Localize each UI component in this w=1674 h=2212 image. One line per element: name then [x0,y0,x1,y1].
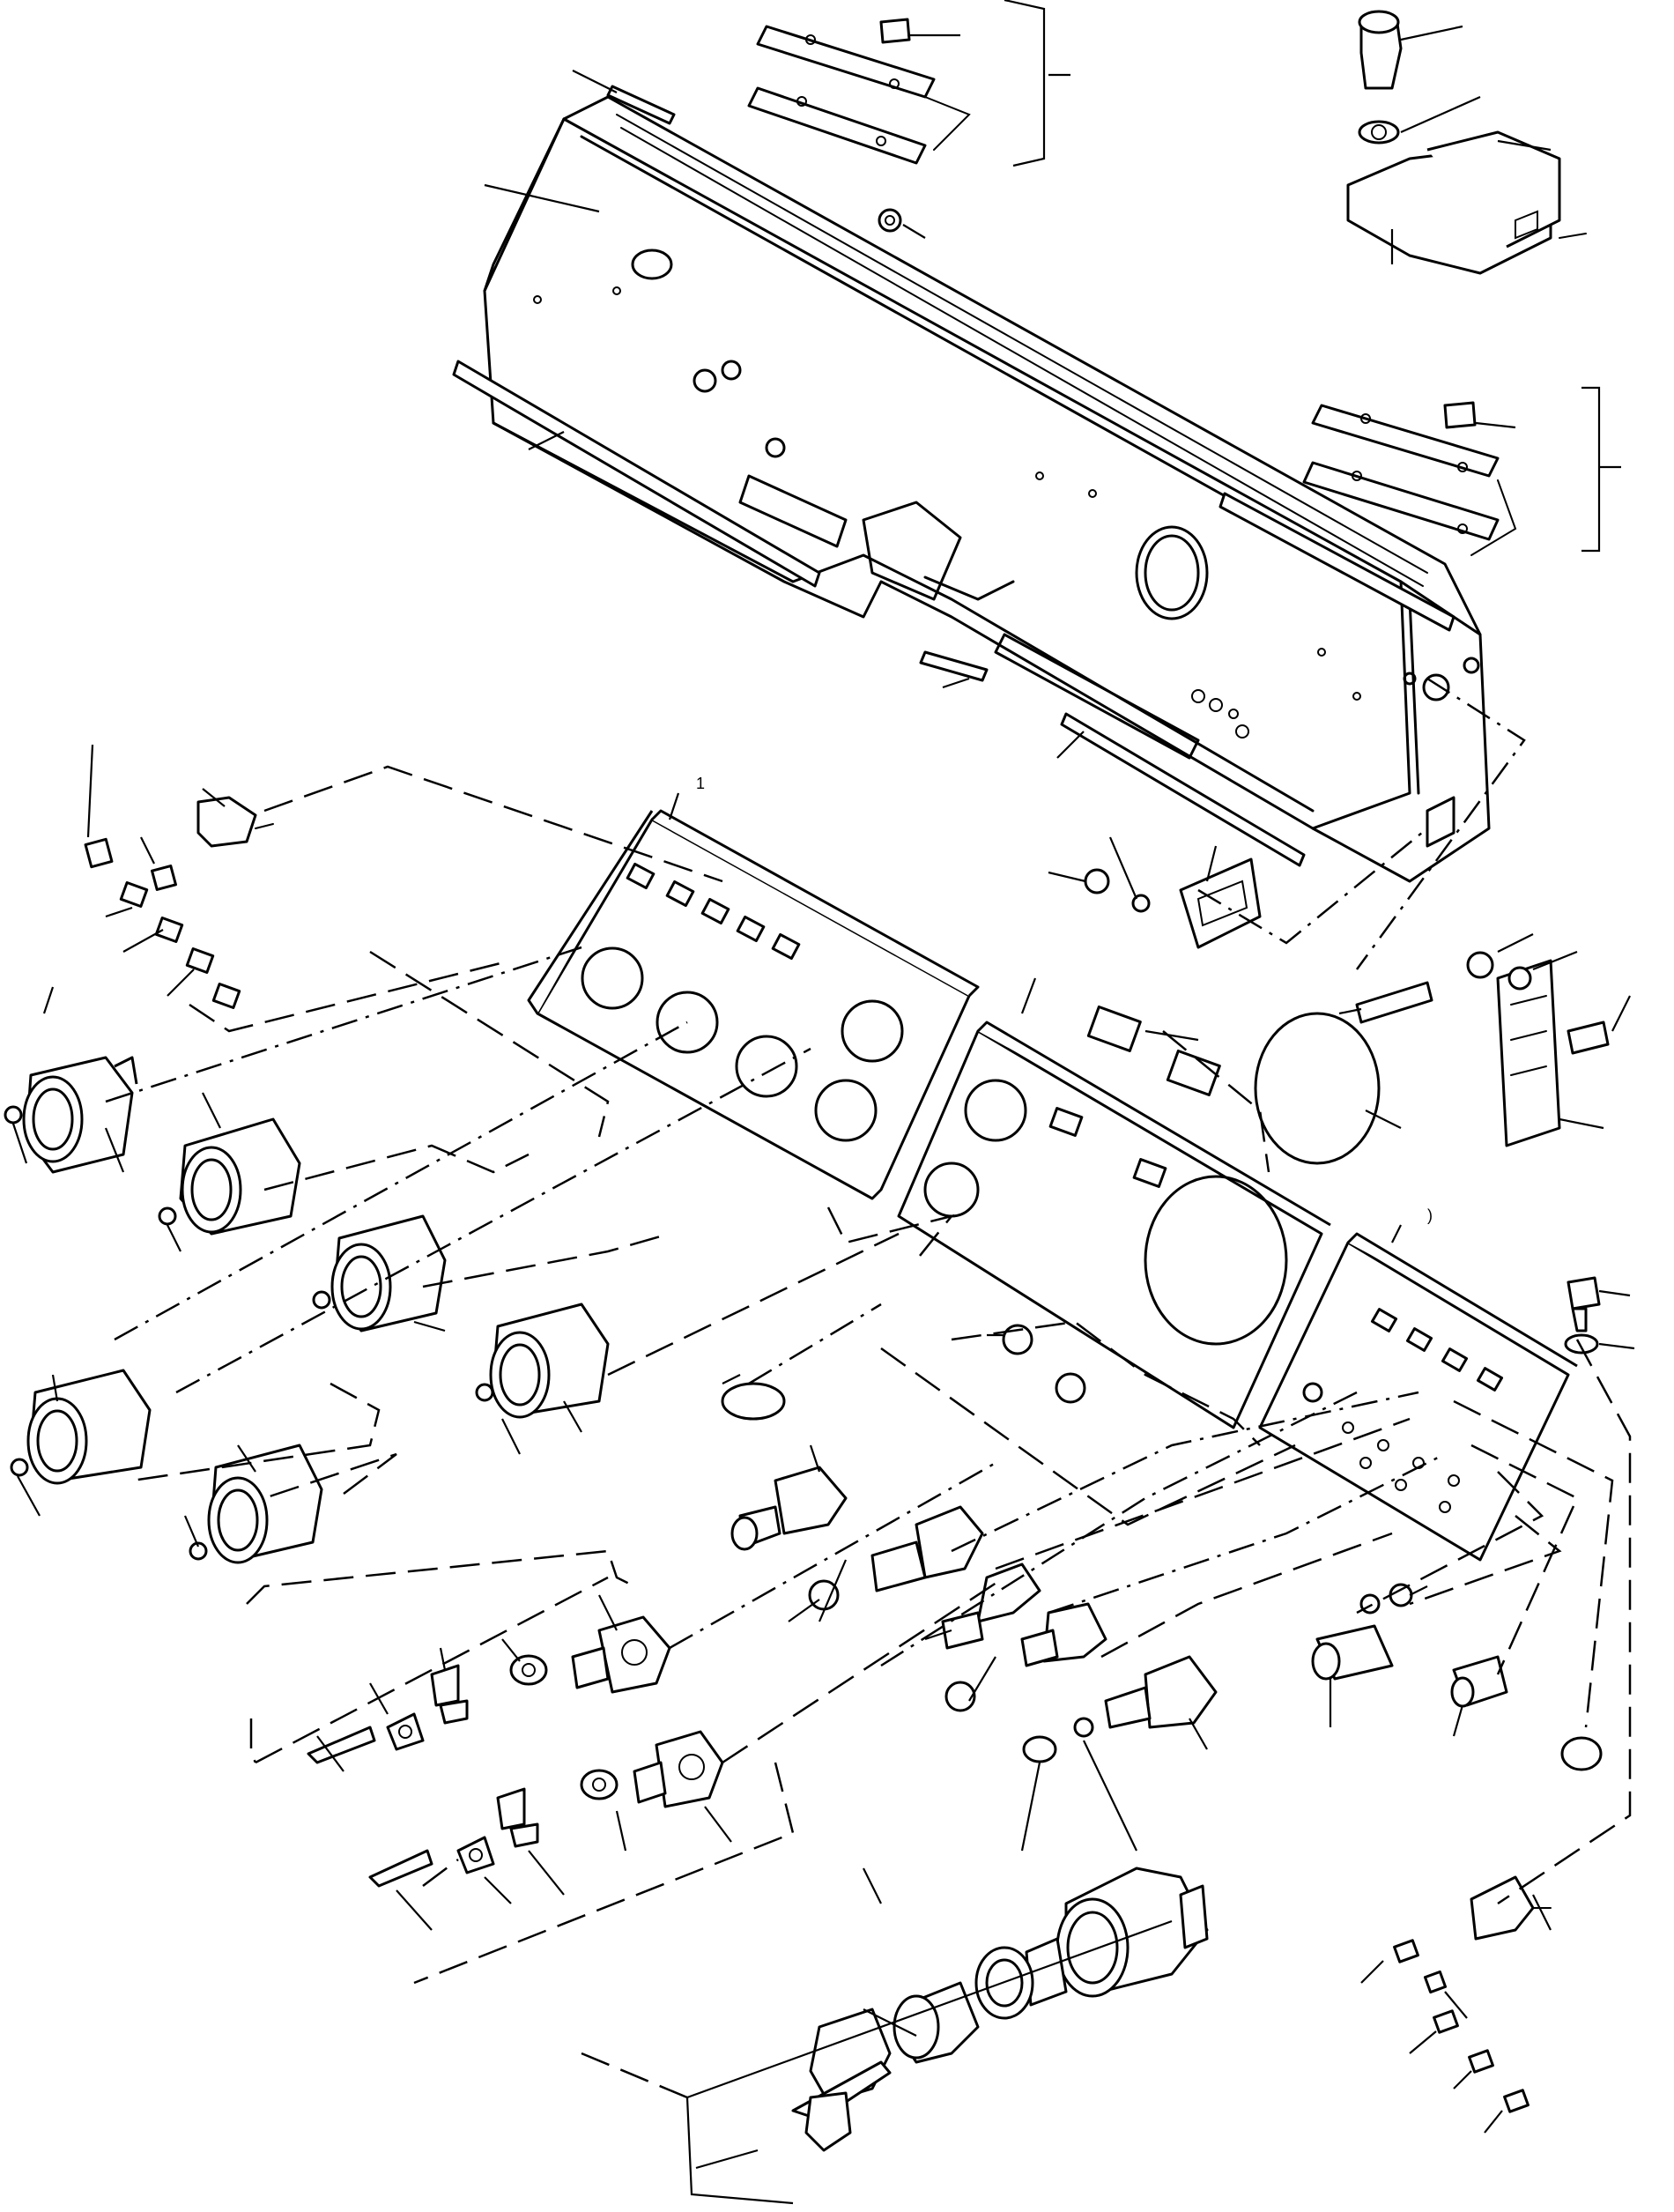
gauge-panel-left: 1 [527,775,980,1200]
trim-strip-left [452,360,821,588]
trim-strip-top [572,70,676,125]
mounting-plate-set-right [1302,386,1621,556]
label-1: 1 [696,775,705,792]
trim-strip-right [1056,492,1455,867]
rotary-switch-lower [368,1730,732,1931]
toggle-switches [721,1324,1218,1852]
relay-assembly [1346,10,1587,275]
ignition-switch [685,1867,1209,2205]
assembly-lines [105,677,1632,2099]
left-small-parts [4,744,494,1561]
rubber-grommet [919,650,989,689]
lens-ring [1254,1012,1402,1165]
switch-panel-right: ) [1258,1206,1578,1562]
connector-plug [1048,836,1262,949]
gauge-panel-center [897,977,1331,1429]
gauge-2 [179,1092,301,1236]
gauge-3 [330,1214,447,1332]
housing-nuts [484,183,926,458]
right-small-parts [1311,1583,1603,2134]
gauge-6 [207,1444,323,1564]
gauge-5 [26,1369,152,1485]
gauge-1 [22,986,138,1174]
gauge-4 [489,1303,610,1455]
terminal-block [1338,933,1631,1147]
rotary-switch-upper [249,1594,671,1772]
dash-housing [483,95,1491,883]
mounting-plate-set-top [747,0,1070,167]
label-paren: ) [1427,1206,1433,1224]
panel-screw [1564,1276,1635,1355]
